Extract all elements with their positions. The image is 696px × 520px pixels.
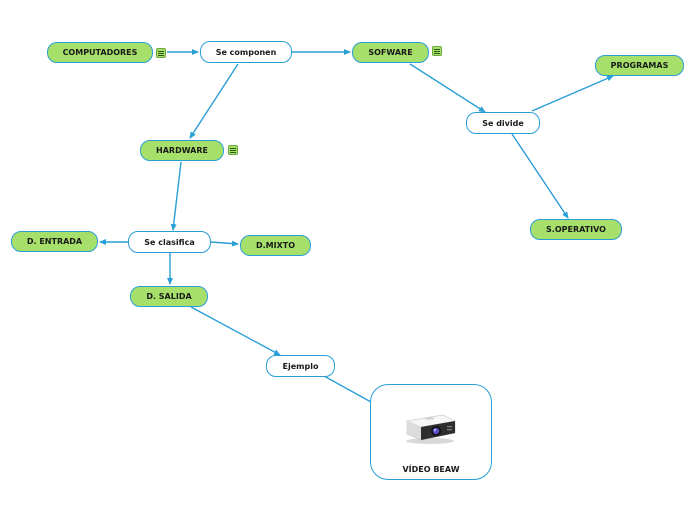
node-se-componen[interactable]: Se componen xyxy=(200,41,292,63)
edge-sofware-se-divide xyxy=(409,63,486,113)
node-programas[interactable]: PROGRAMAS xyxy=(595,55,684,76)
node-video-beaw-image-card[interactable]: VÍDEO BEAW xyxy=(370,384,492,480)
note-icon[interactable] xyxy=(432,46,442,56)
node-sofware[interactable]: SOFWARE xyxy=(352,42,429,63)
note-icon[interactable] xyxy=(228,145,238,155)
node-ejemplo[interactable]: Ejemplo xyxy=(266,355,335,377)
edge-se-componen-hardware xyxy=(189,63,239,139)
edge-ejemplo-image xyxy=(323,375,372,403)
node-s-operativo[interactable]: S.OPERATIVO xyxy=(530,219,622,240)
projector-image xyxy=(406,414,456,444)
edge-se-divide-s-operativo xyxy=(511,133,569,219)
node-hardware[interactable]: HARDWARE xyxy=(140,140,224,161)
node-d-entrada[interactable]: D. ENTRADA xyxy=(11,231,98,252)
node-computadores[interactable]: COMPUTADORES xyxy=(47,42,153,63)
edge-se-clasifica-d-mixto xyxy=(210,240,239,247)
image-caption: VÍDEO BEAW xyxy=(402,465,460,474)
node-se-clasifica[interactable]: Se clasifica xyxy=(128,231,211,253)
note-icon[interactable] xyxy=(156,48,166,58)
node-d-mixto[interactable]: D.MIXTO xyxy=(240,235,311,256)
edge-se-divide-programas xyxy=(531,75,614,112)
edge-hardware-se-clasifica xyxy=(170,161,182,231)
edge-d-salida-ejemplo xyxy=(190,306,281,356)
node-se-divide[interactable]: Se divide xyxy=(466,112,540,134)
node-d-salida[interactable]: D. SALIDA xyxy=(130,286,208,307)
